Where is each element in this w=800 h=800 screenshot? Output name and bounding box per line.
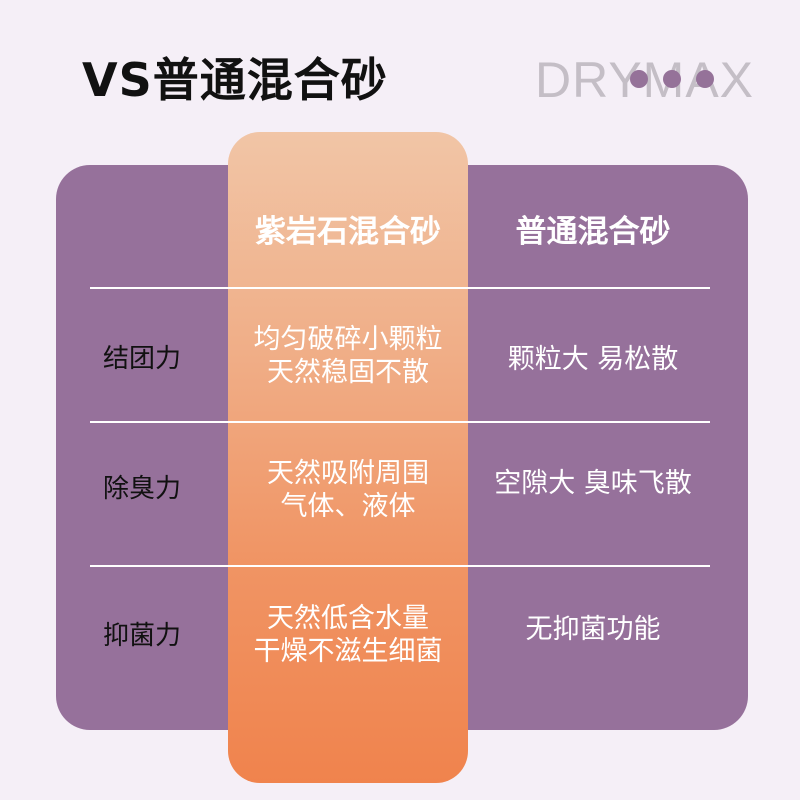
- ordinary-cell-deodorizing: 空隙大 臭味飞散: [468, 467, 718, 500]
- dot: [696, 70, 714, 88]
- row-divider: [90, 287, 710, 289]
- row-label-antibacterial: 抑菌力: [102, 621, 181, 651]
- ordinary-cell-antibacterial: 无抑菌功能: [468, 613, 718, 646]
- cell-line: 颗粒大 易松散: [507, 344, 679, 375]
- cell-line: 天然吸附周围: [267, 458, 429, 489]
- cell-line: 无抑菌功能: [525, 614, 661, 645]
- ordinary-cell-clumping: 颗粒大 易松散: [468, 343, 718, 376]
- cell-line: 天然稳固不散: [267, 357, 429, 388]
- row-label-deodorizing: 除臭力: [102, 474, 181, 504]
- row-label-clumping: 结团力: [102, 344, 181, 374]
- column-header-ordinary: 普通混合砂: [515, 214, 671, 250]
- cell-line: 均匀破碎小颗粒: [253, 324, 443, 355]
- highlight-column: [228, 132, 468, 783]
- cell-line: 天然低含水量: [267, 603, 429, 634]
- column-header-zeolite: 紫岩石混合砂: [255, 214, 441, 250]
- cell-line: 空隙大 臭味飞散: [494, 468, 692, 499]
- highlight-cell-clumping: 均匀破碎小颗粒 天然稳固不散: [228, 323, 468, 389]
- highlight-cell-antibacterial: 天然低含水量 干燥不滋生细菌: [228, 602, 468, 668]
- cell-line: 干燥不滋生细菌: [253, 636, 443, 667]
- cell-line: 气体、液体: [280, 491, 416, 522]
- row-divider: [90, 565, 710, 567]
- row-divider: [90, 421, 710, 423]
- dot: [630, 70, 648, 88]
- dot: [663, 70, 681, 88]
- page-title: VS普通混合砂: [82, 53, 388, 107]
- highlight-cell-deodorizing: 天然吸附周围 气体、液体: [228, 457, 468, 523]
